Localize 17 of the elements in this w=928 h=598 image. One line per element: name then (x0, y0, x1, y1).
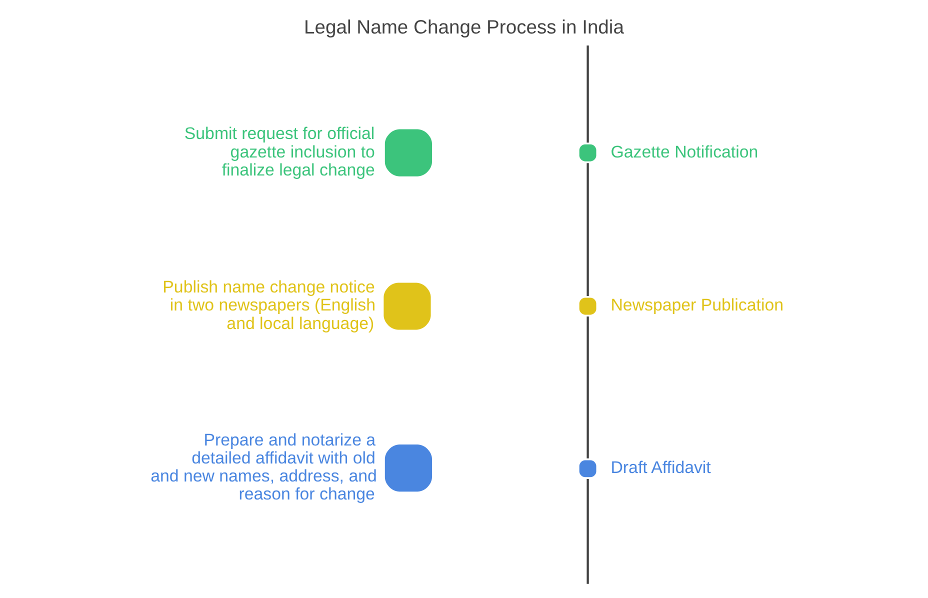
connector (586, 163, 589, 296)
diagram-title: Legal Name Change Process in India (304, 17, 624, 38)
connector (586, 478, 589, 584)
node-circle (579, 144, 596, 162)
node-label: Gazette Notification (610, 142, 758, 162)
node-circle (579, 298, 596, 315)
node-label: Newspaper Publication (610, 296, 784, 315)
connector (586, 46, 589, 143)
node-box (384, 444, 432, 492)
node-box (384, 282, 431, 330)
connector (586, 316, 589, 458)
node-label: Prepare and notarize a detailed affidavit with old and new names, address, and reason for change (150, 430, 377, 504)
node-label: Draft Affidavit (610, 458, 711, 478)
node-label: Submit request for official gazette inclusion to finalize legal change (184, 124, 375, 180)
node-label: Publish name change notice in two newspapers (English and local language) (162, 278, 376, 333)
node-circle (579, 460, 596, 478)
node-box (384, 129, 432, 176)
